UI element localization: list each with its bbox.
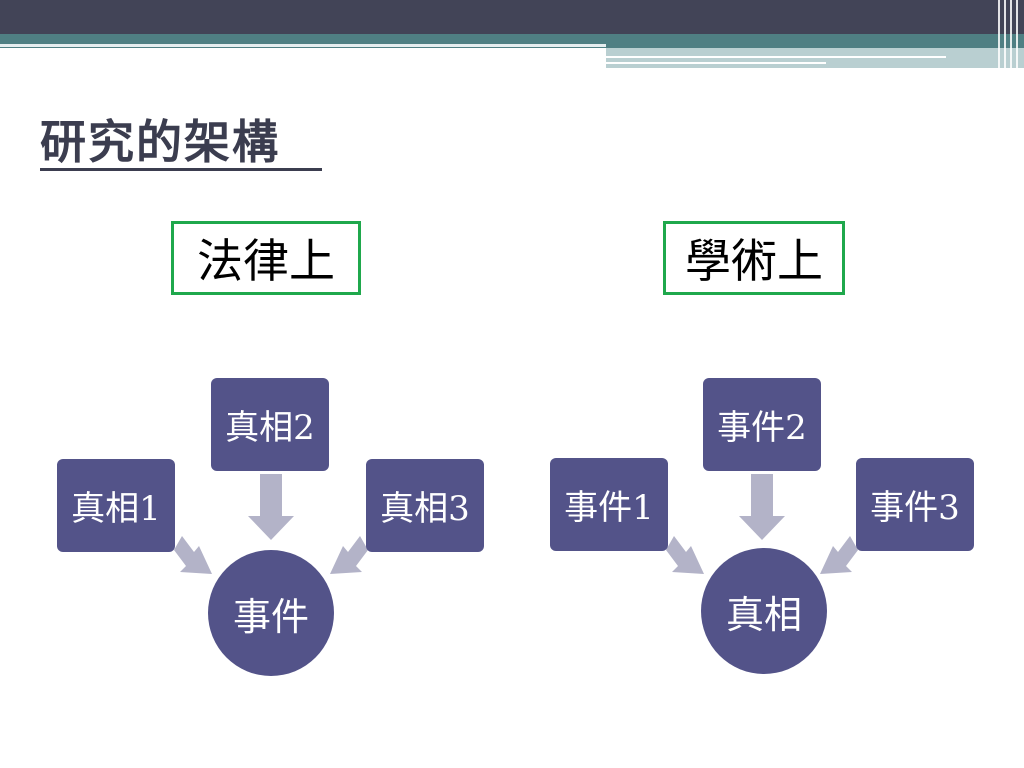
diagram-heading-academic: 學術上: [663, 221, 845, 295]
arrow-down: [739, 474, 785, 540]
target-node: 真相: [701, 548, 827, 674]
arrow-diag-right: [174, 536, 212, 574]
diagram-heading-legal: 法律上: [171, 221, 361, 295]
title-underline: [40, 168, 322, 171]
header-dark-band: [0, 0, 1024, 34]
arrow-down: [248, 474, 294, 540]
source-node: 真相3: [366, 459, 484, 552]
page-title: 研究的架構: [40, 115, 280, 169]
target-node: 事件: [208, 550, 334, 676]
header-stripes: [994, 0, 1024, 68]
arrow-diag-left: [820, 536, 858, 574]
source-node: 事件3: [856, 458, 974, 551]
arrow-diag-right: [666, 536, 704, 574]
source-node: 事件2: [703, 378, 821, 471]
source-node: 事件1: [550, 458, 668, 551]
header-accent-line: [606, 62, 826, 64]
source-node: 真相2: [211, 378, 329, 471]
header-accent-line: [606, 56, 946, 58]
arrow-diag-left: [330, 536, 368, 574]
header-accent-line: [0, 44, 606, 47]
source-node: 真相1: [57, 459, 175, 552]
